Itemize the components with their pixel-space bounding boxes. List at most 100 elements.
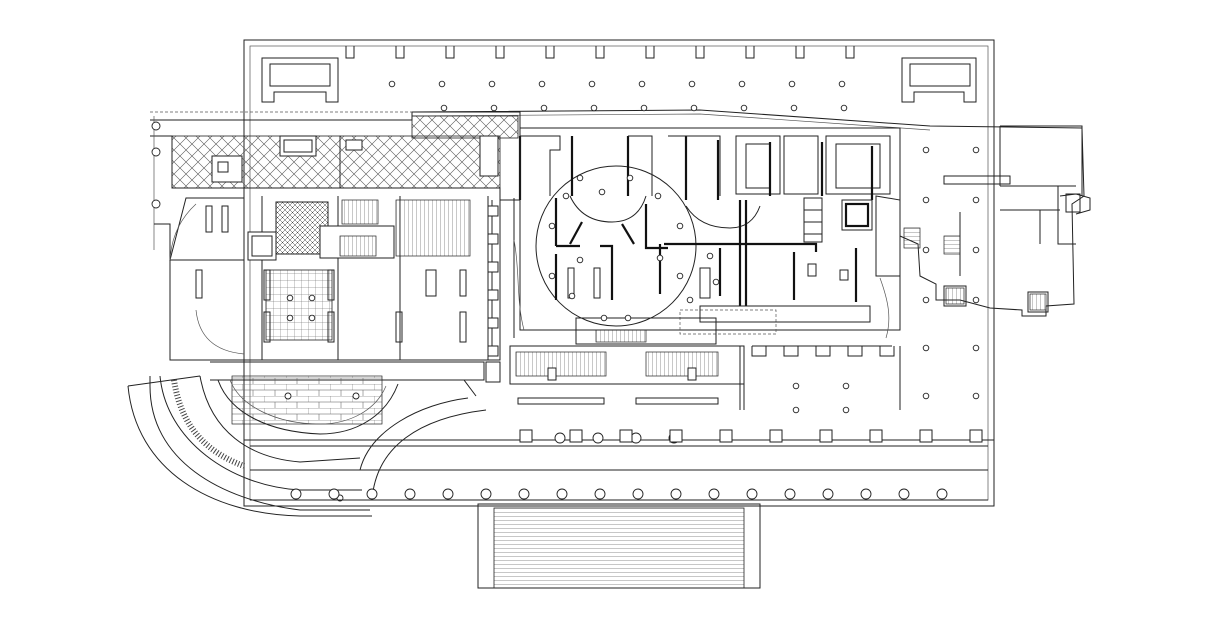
column [840, 104, 848, 112]
corner-room-top-right [901, 57, 977, 103]
column [972, 196, 980, 204]
column [676, 222, 684, 230]
portico-column [328, 488, 340, 500]
pier [487, 233, 499, 245]
column [624, 314, 632, 322]
column [706, 252, 714, 260]
column [922, 344, 930, 352]
pier [919, 429, 933, 443]
pier [669, 429, 683, 443]
portico-column [898, 488, 910, 500]
pilaster [879, 346, 895, 357]
pier [487, 205, 499, 217]
left-annex [150, 111, 521, 250]
column [548, 222, 556, 230]
column-grid [286, 80, 980, 500]
column [286, 314, 294, 322]
portico-column [554, 432, 566, 444]
pier [769, 429, 783, 443]
portico-column [822, 488, 834, 500]
portico-column [366, 488, 378, 500]
column [308, 294, 316, 302]
pier [569, 429, 583, 443]
column [438, 80, 446, 88]
portico-column [860, 488, 872, 500]
column [922, 146, 930, 154]
column [286, 294, 294, 302]
portico-column [936, 488, 948, 500]
left-wing [154, 196, 501, 361]
pier-grid [487, 205, 983, 443]
column [740, 104, 748, 112]
curved-terrace [127, 361, 501, 517]
pilaster [395, 46, 405, 59]
pilaster [595, 46, 605, 59]
corner-room-top-left [261, 57, 339, 103]
column [922, 196, 930, 204]
column [842, 382, 850, 390]
portico-column [442, 488, 454, 500]
pilaster [345, 46, 355, 59]
main-entrance-stair [477, 503, 761, 589]
portico-column [708, 488, 720, 500]
column [308, 314, 316, 322]
portico-column [594, 488, 606, 500]
column [538, 80, 546, 88]
portico-column [556, 488, 568, 500]
pier [487, 317, 499, 329]
column [440, 104, 448, 112]
column [656, 254, 664, 262]
column [548, 272, 556, 280]
top-wall-pilasters [345, 46, 855, 59]
pilaster [745, 46, 755, 59]
pilaster [847, 346, 863, 357]
column [972, 296, 980, 304]
pier [619, 429, 633, 443]
portico-column [518, 488, 530, 500]
pilaster [815, 346, 831, 357]
pilaster [445, 46, 455, 59]
pier [719, 429, 733, 443]
pier [519, 429, 533, 443]
column [540, 104, 548, 112]
portico-column [592, 432, 604, 444]
column [792, 406, 800, 414]
column [676, 272, 684, 280]
column [690, 104, 698, 112]
column [568, 292, 576, 300]
pilaster [751, 346, 767, 357]
column [590, 104, 598, 112]
column [488, 80, 496, 88]
bottom-portico [244, 439, 994, 501]
pilaster [695, 46, 705, 59]
column [738, 80, 746, 88]
portico-column [784, 488, 796, 500]
portico-column [746, 488, 758, 500]
column [842, 406, 850, 414]
pilaster [845, 46, 855, 59]
portico-column [670, 488, 682, 500]
pilaster [783, 346, 799, 357]
column [588, 80, 596, 88]
column [490, 104, 498, 112]
column [922, 296, 930, 304]
column [688, 80, 696, 88]
column [922, 246, 930, 254]
portico-column [290, 488, 302, 500]
column [654, 192, 662, 200]
pier [487, 345, 499, 357]
column [562, 192, 570, 200]
column [972, 246, 980, 254]
pier [487, 261, 499, 273]
pier [969, 429, 983, 443]
column [792, 382, 800, 390]
east-rooms [500, 127, 901, 345]
pier [869, 429, 883, 443]
rotunda [518, 135, 761, 327]
column [922, 392, 930, 400]
column [838, 80, 846, 88]
pilaster [645, 46, 655, 59]
central-stairs [509, 329, 901, 410]
column [686, 296, 694, 304]
